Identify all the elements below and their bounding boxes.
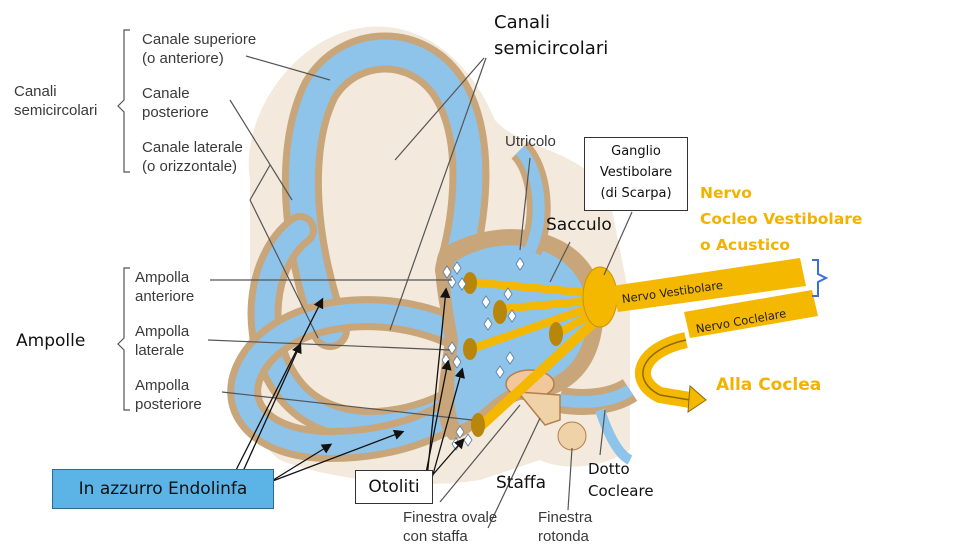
dotto-cocleare-shape — [557, 378, 638, 465]
bracket-ampolle — [117, 267, 130, 411]
label-dotto-cocleare: Dotto Cocleare — [588, 460, 654, 500]
canale-superiore-shape — [281, 32, 490, 350]
nervo-coclelare-band — [684, 290, 818, 338]
label-canali-semicircolari-group: Canali semicircolari — [14, 83, 98, 119]
nerve-fibers — [463, 272, 606, 437]
label-utricolo: Utricolo — [505, 133, 556, 150]
otoliti-shapes — [441, 257, 525, 451]
label-sacculo: Sacculo — [546, 215, 612, 235]
label-finestra-ovale: Finestra ovale con staffa — [403, 509, 498, 545]
label-nervo-title: Nervo Cocleo Vestibolare o Acustico — [700, 184, 863, 254]
label-ampolla-posteriore: Ampolla posteriore — [135, 377, 202, 413]
bracket-canali — [117, 29, 130, 173]
ganglio-shape — [582, 266, 618, 328]
endolinfa-box: In azzurro Endolinfa — [52, 469, 274, 509]
canale-laterale-shape — [227, 296, 487, 463]
bracket-icon — [812, 259, 829, 297]
nervo-vestibolare-band — [612, 258, 806, 312]
label-ampolla-anteriore: Ampolla anteriore — [135, 269, 195, 305]
label-staffa: Staffa — [496, 473, 547, 493]
ganglio-box: Ganglio Vestibolare (di Scarpa) — [584, 137, 688, 211]
label-alla-coclea: Alla Coclea — [716, 375, 822, 395]
leader-lines — [207, 55, 633, 529]
label-ampolle: Ampolle — [16, 331, 86, 351]
label-finestra-rotonda: Finestra rotonda — [538, 509, 593, 545]
label-canale-superiore: Canale superiore (o anteriore) — [142, 31, 257, 67]
pointer-arrows — [231, 287, 465, 483]
label-canale-posteriore: Canale posteriore — [142, 85, 209, 121]
label-canali-semicircolari-top: Canali semicircolari — [494, 12, 609, 59]
label-ampolla-laterale: Ampolla laterale — [135, 323, 190, 359]
alla-coclea-arrow — [634, 332, 692, 408]
label-canale-laterale: Canale laterale (o orizzontale) — [142, 139, 243, 175]
otoliti-box: Otoliti — [355, 470, 433, 504]
